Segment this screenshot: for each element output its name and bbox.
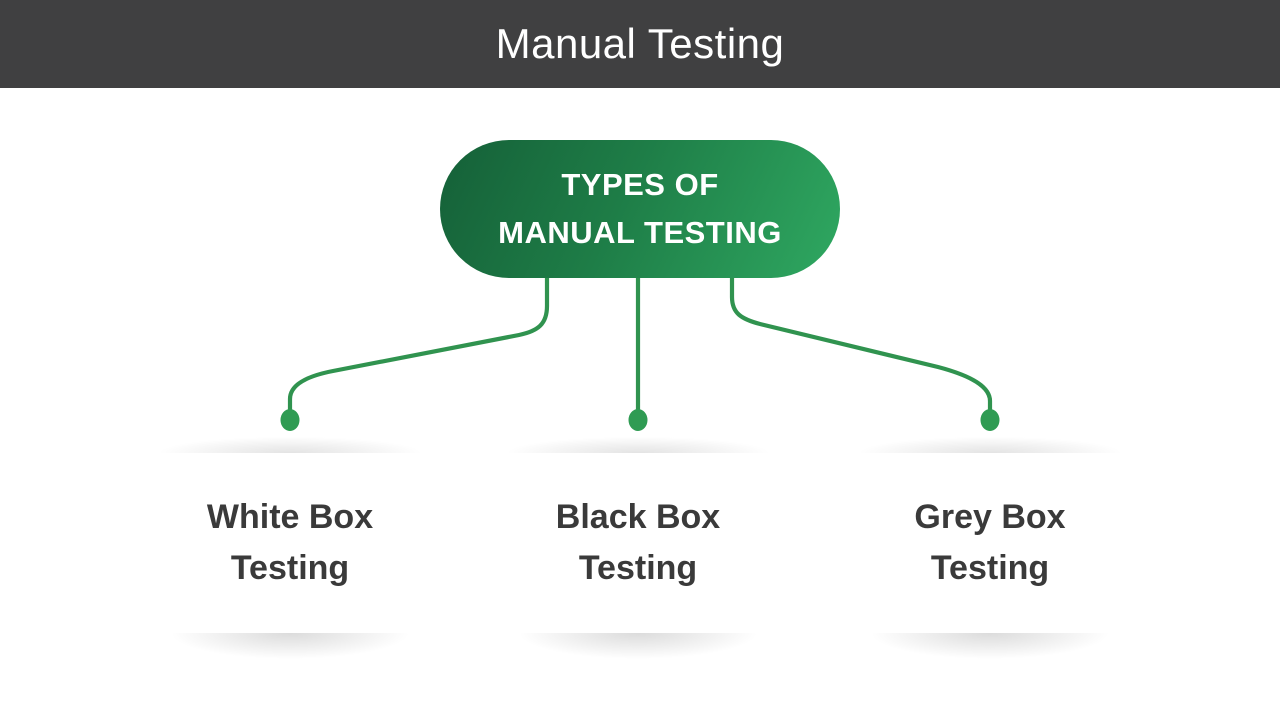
card-grey-box-testing: Grey Box Testing bbox=[842, 430, 1138, 671]
card-label: Black Box Testing bbox=[555, 498, 721, 587]
root-node-label-line1: TYPES OF bbox=[561, 167, 719, 202]
connector-dot-middle bbox=[628, 409, 648, 431]
connector-dot-left bbox=[280, 409, 300, 431]
card-white-box-testing: White Box Testing bbox=[142, 430, 438, 671]
header-bar: Manual Testing bbox=[0, 0, 1280, 88]
connector-left bbox=[287, 275, 550, 413]
card-black-box-testing: Black Box Testing bbox=[490, 430, 786, 671]
connector-dot-right bbox=[980, 409, 1000, 431]
card-label: White Box Testing bbox=[206, 498, 374, 587]
root-node-types-of-manual-testing: TYPES OF MANUAL TESTING bbox=[440, 140, 840, 278]
card-label: Grey Box Testing bbox=[914, 498, 1066, 587]
connector-right bbox=[729, 275, 993, 413]
root-node-label-line2: MANUAL TESTING bbox=[498, 215, 782, 250]
page-title: Manual Testing bbox=[495, 20, 785, 67]
